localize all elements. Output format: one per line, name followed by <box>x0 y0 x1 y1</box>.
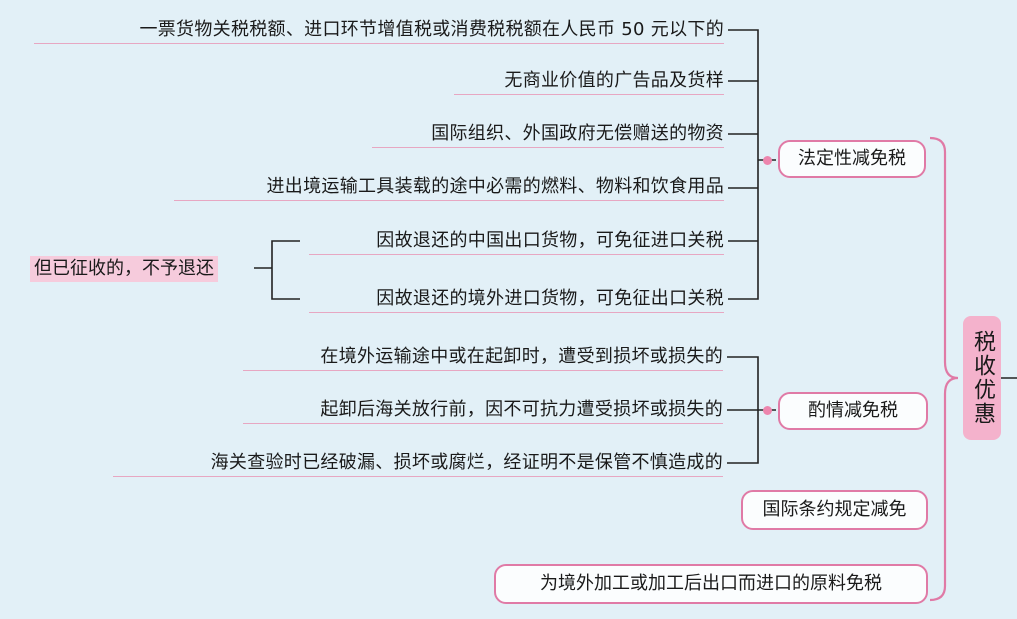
statutory-item-1: 一票货物关税税额、进口环节增值税或消费税税额在人民币 50 元以下的 <box>34 19 724 44</box>
discretionary-dot <box>763 406 772 415</box>
category-treaty: 国际条约规定减免 <box>741 490 928 530</box>
statutory-item-5: 因故退还的中国出口货物，可免征进口关税 <box>309 230 724 255</box>
statutory-dot <box>763 156 772 165</box>
statutory-item-6: 因故退还的境外进口货物，可免征出口关税 <box>309 288 724 313</box>
discretionary-item-3: 海关查验时已经破漏、损坏或腐烂，经证明不是保管不慎造成的 <box>113 452 723 477</box>
category-discretionary: 酌情减免税 <box>778 392 928 430</box>
category-brace <box>929 136 959 602</box>
root-node: 税收优惠 <box>963 316 1001 440</box>
discretionary-item-1: 在境外运输途中或在起卸时，遭受到损坏或损失的 <box>243 346 723 371</box>
discretionary-item-2: 起卸后海关放行前，因不可抗力遭受损坏或损失的 <box>243 399 723 424</box>
statutory-item-4: 进出境运输工具装载的途中必需的燃料、物料和饮食用品 <box>174 176 724 201</box>
statutory-item-3: 国际组织、外国政府无偿赠送的物资 <box>372 123 724 148</box>
statutory-item-2: 无商业价值的广告品及货样 <box>454 70 724 95</box>
returned-goods-note: 但已征收的，不予退还 <box>30 256 218 282</box>
returned-goods-bracket <box>254 240 300 300</box>
statutory-bracket <box>728 29 776 300</box>
category-processing: 为境外加工或加工后出口而进口的原料免税 <box>494 564 928 604</box>
category-statutory: 法定性减免税 <box>778 140 926 178</box>
